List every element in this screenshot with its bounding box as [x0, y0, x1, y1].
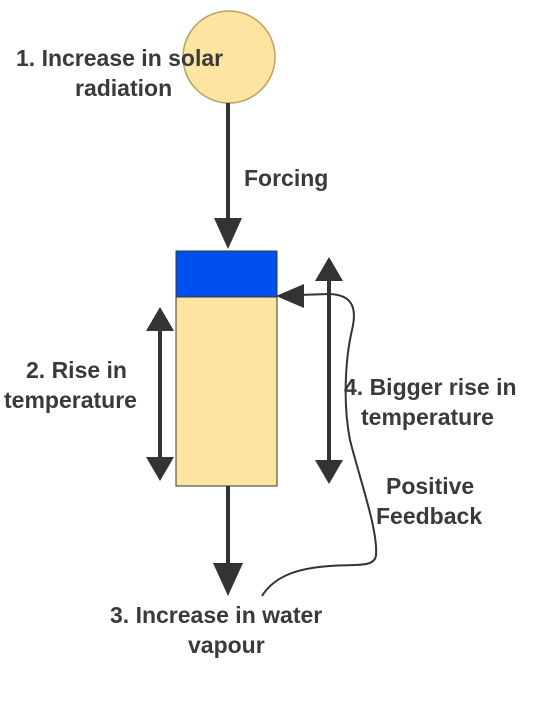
forcing-arrowhead — [214, 218, 242, 249]
vapour-label-line1: 3. Increase in water — [110, 602, 322, 628]
vapour-arrowhead — [213, 563, 243, 596]
bigger-rise-arrowhead-down — [315, 460, 343, 484]
temperature-box-top — [175, 250, 278, 298]
vapour-label-line2: vapour — [188, 632, 265, 658]
feedback-curve — [261, 292, 378, 597]
solar-label-line2: radiation — [75, 75, 172, 101]
bigger-rise-label-line2: temperature — [361, 404, 494, 430]
feedback-label-line1: Positive — [386, 473, 474, 499]
rise-label-line2: temperature — [4, 387, 137, 413]
rise-label-line1: 2. Rise in — [26, 357, 127, 383]
forcing-label: Forcing — [244, 165, 328, 191]
bigger-rise-label-line1: 4. Bigger rise in — [344, 374, 517, 400]
rise-arrowhead-up — [146, 307, 174, 331]
solar-label-line1: 1. Increase in solar — [16, 45, 223, 71]
bigger-rise-arrowhead-up — [315, 257, 343, 281]
rise-arrowhead-down — [146, 457, 174, 481]
feedback-arrowhead — [276, 284, 304, 308]
feedback-label-line2: Feedback — [376, 503, 482, 529]
